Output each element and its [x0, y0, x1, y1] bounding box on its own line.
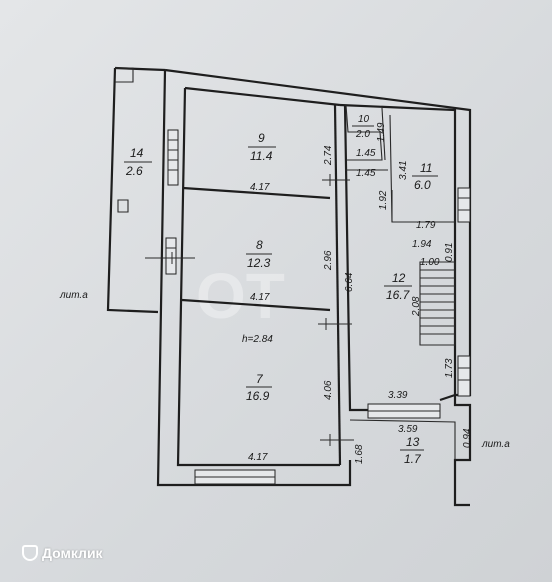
dimension-labels: 2.74 1.49 1.45 1.45 3.41 4.17 1.92 1.79 …	[242, 122, 473, 464]
dim-1-49: 1.49	[376, 122, 387, 142]
watermark: ОТ	[196, 260, 285, 332]
staircase	[419, 261, 456, 346]
height-label: h=2.84	[242, 334, 273, 345]
room-9-number: 9	[258, 131, 265, 145]
dim-0-94: 0.94	[462, 428, 473, 448]
dim-1-00: 1.00	[420, 257, 440, 268]
room-10-area: 2.0	[355, 129, 370, 140]
lit-label-right: лит.а	[481, 439, 510, 450]
dim-6-64: 6.64	[344, 272, 355, 292]
room-12-area: 16.7	[386, 288, 411, 302]
room-11-number: 11	[420, 161, 432, 175]
room-labels: 14 2.6 9 11.4 10 2.0 11 6.0 8 12.3 12 16…	[124, 114, 438, 466]
room-8-number: 8	[256, 238, 263, 252]
room-8-area: 12.3	[247, 256, 271, 270]
window-bottom-room-12	[367, 403, 441, 419]
window-right-top	[457, 187, 471, 223]
dim-1-94: 1.94	[412, 239, 432, 250]
window-left-top	[167, 129, 179, 186]
lit-label-left: лит.а	[59, 290, 88, 301]
outer-walls	[156, 68, 472, 507]
room-7-area: 16.9	[246, 389, 270, 403]
dim-2-96: 2.96	[323, 250, 334, 271]
room-9-area: 11.4	[250, 149, 273, 163]
brand-name: Домклик	[42, 545, 103, 561]
room-14-walls	[106, 66, 166, 314]
dim-3-59: 3.59	[398, 424, 418, 435]
dim-4-17-room-8: 4.17	[250, 292, 270, 303]
dim-1-79: 1.79	[416, 220, 436, 231]
window-bottom-room-7	[194, 469, 276, 485]
room-13-number: 13	[406, 435, 420, 449]
dim-4-06: 4.06	[323, 380, 334, 400]
dim-1-92: 1.92	[378, 190, 389, 210]
dim-3-41: 3.41	[398, 161, 409, 180]
dim-4-17-room-9: 4.17	[250, 182, 270, 193]
window-left-middle	[165, 237, 177, 275]
room-14-area: 2.6	[125, 164, 143, 178]
brand-watermark: Домклик	[22, 545, 103, 561]
dim-2-74: 2.74	[323, 145, 334, 166]
interior-walls	[181, 86, 457, 466]
windows	[165, 129, 471, 485]
dim-2-08: 2.08	[411, 296, 422, 317]
dim-1-73: 1.73	[444, 358, 455, 378]
dim-1-45-top: 1.45	[356, 148, 376, 159]
dim-4-17-room-7: 4.17	[248, 452, 268, 463]
dim-3-39: 3.39	[388, 390, 408, 401]
dim-0-91: 0.91	[444, 243, 455, 262]
dim-1-68: 1.68	[354, 444, 365, 464]
room-7-number: 7	[256, 372, 264, 386]
domklik-logo-icon	[22, 545, 38, 561]
door-markers	[145, 174, 354, 446]
room-11-area: 6.0	[414, 178, 431, 192]
room-14-number: 14	[130, 146, 144, 160]
room-12-number: 12	[392, 271, 406, 285]
window-right-bottom	[457, 355, 471, 397]
room-10-number: 10	[358, 114, 370, 125]
dim-1-45-bottom: 1.45	[356, 168, 376, 179]
room-13-area: 1.7	[404, 452, 422, 466]
